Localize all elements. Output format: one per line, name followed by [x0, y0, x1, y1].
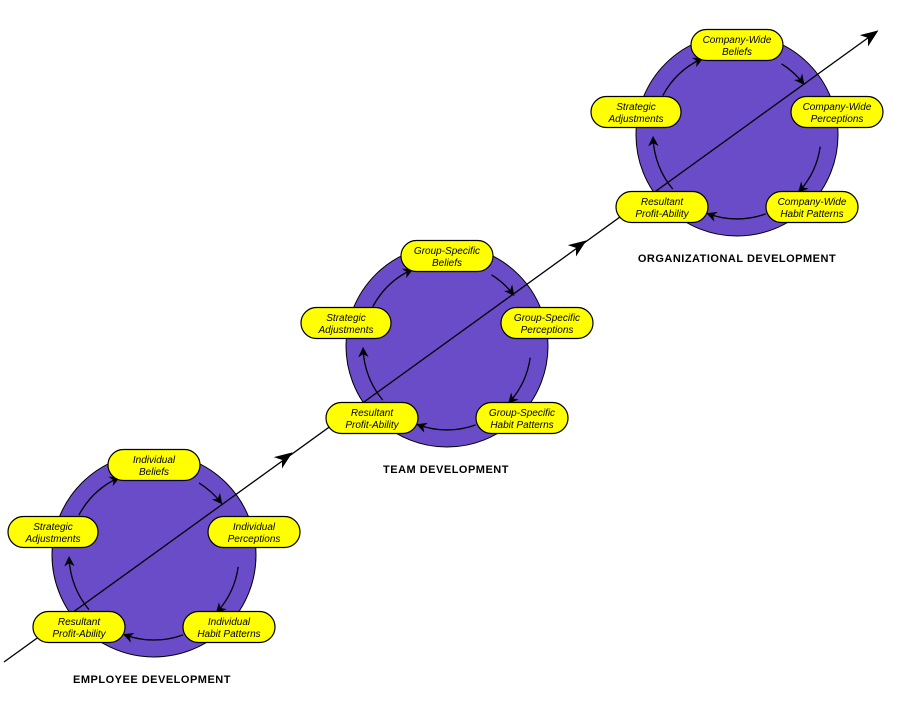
team-cycle-arrow-5 [372, 268, 414, 307]
employee-cycle-arrow-5 [78, 476, 120, 516]
team-adjustments-label-line2: Adjustments [317, 325, 373, 336]
employee-adjustments-label-line1: Strategic [33, 522, 72, 533]
team-cycle-arrow-2 [508, 357, 531, 404]
organizational-perceptions-label-line1: Company-Wide [803, 102, 872, 113]
employee-habits-label-line2: Habit Patterns [197, 629, 260, 640]
employee-perceptions-label-line2: Perceptions [228, 534, 281, 545]
employee-perceptions-pill [207, 515, 301, 549]
employee-adjustments-label-line2: Adjustments [24, 534, 80, 545]
employee-beliefs-label-line2: Beliefs [139, 467, 169, 478]
team-beliefs-label-line1: Group-Specific [414, 246, 480, 257]
organizational-adjustments-pill [590, 95, 682, 129]
employee-habits-label-line1: Individual [208, 617, 251, 628]
team-stage-title: TEAM DEVELOPMENT [383, 464, 509, 476]
team-beliefs-pill [400, 239, 494, 273]
employee-cycle-arrow-3 [122, 632, 184, 643]
team-adjustments-pill [300, 306, 392, 340]
team-profit-label-line1: Resultant [351, 408, 394, 419]
employee-cycle-arrow-1 [198, 482, 223, 505]
team-habits-pill [475, 401, 569, 435]
team-cycle-arrow-3 [416, 422, 476, 433]
organizational-beliefs-label-line1: Company-Wide [703, 35, 772, 46]
organizational-cycle-arrow-1 [781, 63, 805, 85]
team-profit-label-line2: Profit-Ability [345, 420, 399, 431]
team-perceptions-label-line2: Perceptions [521, 325, 574, 336]
team-profit-pill [325, 401, 419, 435]
organizational-stage-title: ORGANIZATIONAL DEVELOPMENT [638, 253, 836, 265]
organizational-habits-pill [765, 190, 859, 224]
organizational-beliefs-pill [690, 28, 784, 62]
team-beliefs-label-line2: Beliefs [432, 258, 462, 269]
growth-axis-line [3, 34, 873, 663]
axis-arrow-1 [273, 452, 293, 469]
employee-adjustments-pill [7, 515, 99, 549]
employee-cycle-arrow-2 [215, 566, 239, 614]
organizational-cycle-arrow-4 [648, 135, 674, 190]
employee-stage-title: EMPLOYEE DEVELOPMENT [73, 674, 231, 686]
organizational-cycle-arrow-5 [662, 57, 704, 96]
employee-perceptions-label-line1: Individual [233, 522, 276, 533]
organizational-cycle-arrow-3 [706, 211, 766, 222]
employee-profit-label-line2: Profit-Ability [52, 629, 106, 640]
organizational-beliefs-label-line2: Beliefs [722, 47, 752, 58]
team-habits-label-line1: Group-Specific [489, 408, 555, 419]
employee-cycle-arrow-4 [64, 555, 90, 611]
axis-arrow-2 [567, 240, 587, 257]
team-perceptions-label-line1: Group-Specific [514, 313, 580, 324]
employee-habits-pill [182, 610, 276, 644]
team-cycle-arrow-4 [358, 346, 384, 401]
organizational-adjustments-label-line2: Adjustments [607, 114, 663, 125]
axis-arrow-head [859, 30, 879, 47]
organizational-habits-label-line1: Company-Wide [778, 197, 847, 208]
employee-profit-label-line1: Resultant [58, 617, 101, 628]
team-cycle-arrow-1 [491, 274, 515, 296]
organizational-habits-label-line2: Habit Patterns [780, 209, 843, 220]
organizational-profit-label-line2: Profit-Ability [635, 209, 689, 220]
team-habits-label-line2: Habit Patterns [490, 420, 553, 431]
organizational-profit-pill [615, 190, 709, 224]
employee-profit-pill [32, 610, 126, 644]
team-adjustments-label-line1: Strategic [326, 313, 365, 324]
organizational-adjustments-label-line1: Strategic [616, 102, 655, 113]
organizational-profit-label-line1: Resultant [641, 197, 684, 208]
organizational-perceptions-pill [790, 95, 884, 129]
employee-beliefs-label-line1: Individual [133, 455, 176, 466]
organizational-perceptions-label-line2: Perceptions [811, 114, 864, 125]
employee-beliefs-pill [107, 448, 201, 482]
team-perceptions-pill [500, 306, 594, 340]
organizational-cycle-arrow-2 [798, 146, 821, 193]
